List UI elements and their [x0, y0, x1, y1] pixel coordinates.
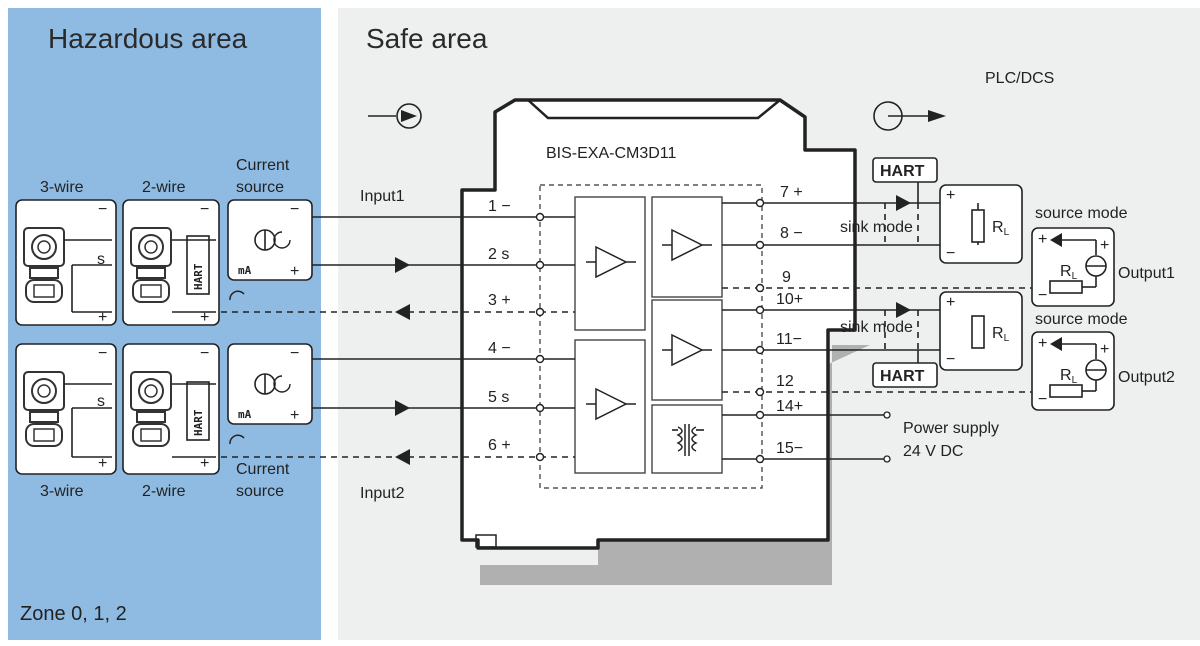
- output1-label: Output1: [1118, 265, 1175, 282]
- current-source-device: − +: [227, 343, 313, 425]
- two-wire-transmitter: − +: [122, 343, 220, 475]
- power-supply-label: Power supply: [903, 420, 999, 437]
- plc-dcs-label: PLC/DCS: [985, 70, 1054, 87]
- terminal-1: 1 −: [488, 198, 511, 215]
- three-wire-label: 3-wire: [40, 483, 84, 500]
- current-source-label: Current: [236, 461, 290, 478]
- hart-label: HART: [880, 368, 925, 385]
- hart-box: [872, 362, 938, 388]
- svg-text:−: −: [290, 345, 299, 362]
- terminal-4: 4 −: [488, 340, 511, 357]
- svg-text:+: +: [290, 407, 299, 424]
- terminal-5: 5 s: [488, 389, 509, 406]
- output2-label: Output2: [1118, 369, 1175, 386]
- source-load-2: + + −: [1031, 331, 1115, 411]
- input1-label: Input1: [360, 188, 405, 205]
- svg-text:−: −: [290, 201, 299, 218]
- svg-text:−: −: [946, 351, 955, 368]
- svg-text:+: +: [98, 455, 107, 472]
- hart-module-label: HART: [192, 409, 205, 436]
- three-wire-transmitter: − +: [15, 199, 117, 326]
- internal-boundary: [539, 184, 763, 489]
- input1-block: [574, 196, 646, 331]
- source-mode-label: source mode: [1035, 205, 1128, 222]
- signal-terminal-label: s: [97, 251, 105, 268]
- sink-load-1: + −: [939, 184, 1023, 264]
- svg-text:+: +: [946, 294, 955, 311]
- input-wiring: [210, 212, 575, 465]
- source-load-1: + + −: [1031, 227, 1115, 307]
- source-mode-label: source mode: [1035, 311, 1128, 328]
- terminal-2: 2 s: [488, 246, 509, 263]
- two-wire-label: 2-wire: [142, 179, 186, 196]
- power-block: [651, 404, 723, 474]
- input2-label: Input2: [360, 485, 405, 502]
- current-source-label: source: [236, 483, 284, 500]
- device-name: BIS-EXA-CM3D11: [546, 145, 677, 162]
- terminal-12: 12: [776, 373, 794, 390]
- terminal-11: 11−: [776, 331, 802, 348]
- current-direction-icon: [229, 290, 245, 301]
- terminal-7: 7 +: [780, 184, 803, 201]
- svg-text:+: +: [1038, 231, 1047, 248]
- terminal-8: 8 −: [780, 225, 803, 242]
- svg-text:−: −: [200, 345, 209, 362]
- output1-block: [651, 196, 723, 298]
- load-resistor-label: RL: [1060, 263, 1078, 282]
- two-wire-label: 2-wire: [142, 483, 186, 500]
- two-wire-transmitter: − +: [122, 199, 220, 326]
- hart-box: [872, 157, 938, 183]
- hart-module-label: HART: [192, 263, 205, 290]
- input-flow-icon: [368, 103, 422, 129]
- terminal-15: 15−: [776, 440, 803, 457]
- terminal-3: 3 +: [488, 292, 511, 309]
- svg-text:−: −: [98, 201, 107, 218]
- three-wire-transmitter: − +: [15, 343, 117, 475]
- current-source-device: − +: [227, 199, 313, 281]
- svg-text:−: −: [98, 345, 107, 362]
- power-voltage-label: 24 V DC: [903, 443, 963, 460]
- output-flow-icon: [873, 101, 946, 131]
- signal-terminal-label: s: [97, 393, 105, 410]
- load-resistor-label: RL: [992, 219, 1010, 238]
- svg-text:+: +: [1038, 335, 1047, 352]
- sink-mode-label: sink mode: [840, 219, 913, 236]
- sink-mode-label: sink mode: [840, 319, 913, 336]
- terminal-9: 9: [782, 269, 791, 286]
- three-wire-label: 3-wire: [40, 179, 84, 196]
- svg-text:−: −: [946, 245, 955, 262]
- input2-block: [574, 339, 646, 474]
- hart-label: HART: [880, 163, 925, 180]
- svg-text:−: −: [200, 201, 209, 218]
- svg-text:+: +: [98, 309, 107, 326]
- svg-text:−: −: [1038, 391, 1047, 408]
- transformer-icon: [672, 424, 704, 456]
- svg-text:−: −: [1038, 287, 1047, 304]
- svg-text:+: +: [200, 455, 209, 472]
- current-direction-icon: [229, 434, 245, 445]
- terminal-10: 10+: [776, 291, 803, 308]
- svg-text:+: +: [290, 263, 299, 280]
- ma-label: mA: [238, 408, 252, 421]
- svg-text:+: +: [1100, 237, 1109, 254]
- svg-text:+: +: [1100, 341, 1109, 358]
- terminal-14: 14+: [776, 398, 803, 415]
- output-wiring: [722, 180, 1040, 464]
- current-source-label: source: [236, 179, 284, 196]
- load-resistor-label: RL: [992, 325, 1010, 344]
- terminal-6: 6 +: [488, 437, 511, 454]
- svg-text:+: +: [946, 187, 955, 204]
- zone-label: Zone 0, 1, 2: [20, 603, 127, 625]
- ma-label: mA: [238, 264, 252, 277]
- safe-area-title: Safe area: [366, 23, 488, 54]
- sink-load-2: + −: [939, 291, 1023, 371]
- current-source-label: Current: [236, 157, 290, 174]
- device-housing: [460, 98, 870, 585]
- hazardous-area-title: Hazardous area: [48, 23, 248, 54]
- load-resistor-label: RL: [1060, 367, 1078, 386]
- svg-text:+: +: [200, 309, 209, 326]
